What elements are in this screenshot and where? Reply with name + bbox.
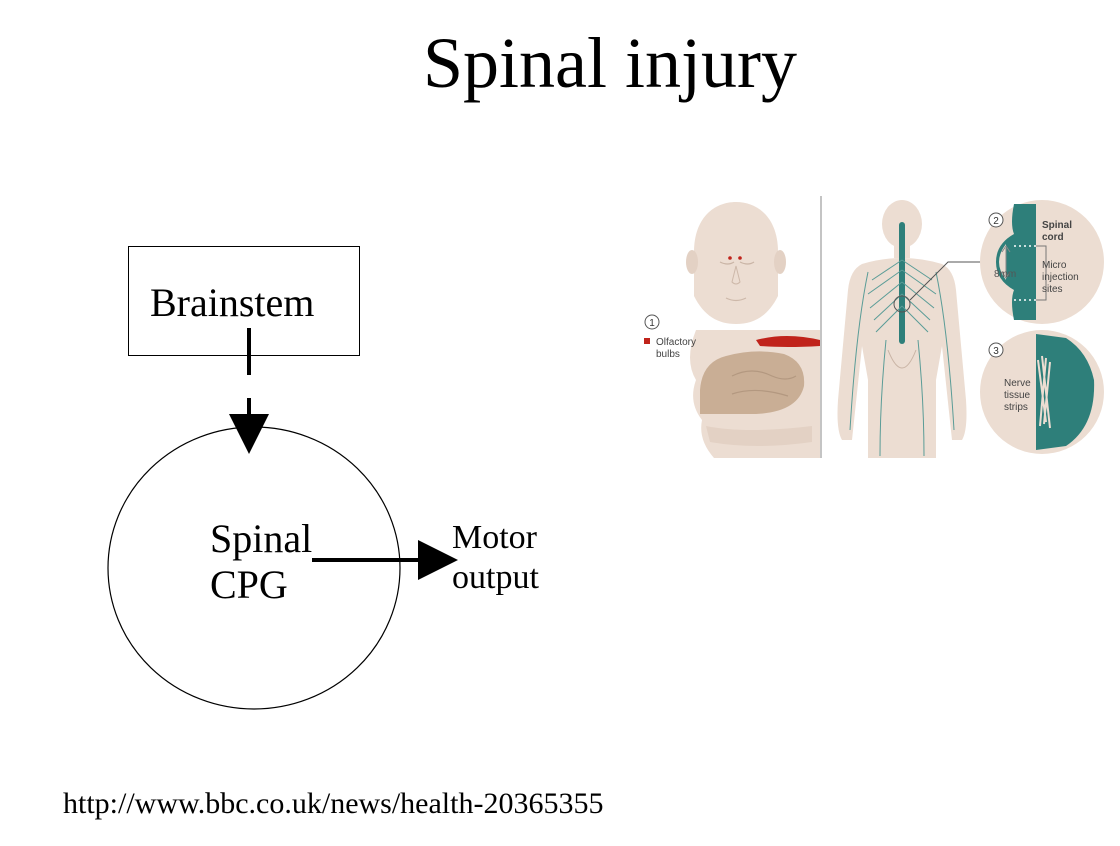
spinal-cord-detail: 2 Spinal cord 8mm Micro injection sites [980,200,1104,324]
nerve-strips-label-line1: Nerve [1004,378,1031,389]
spinal-cord-title-line1: Spinal [1042,220,1072,231]
injection-label-line2: injection [1042,272,1079,283]
spinal-cpg-label-line1: Spinal [210,516,313,561]
measurement-label: 8mm [994,269,1016,280]
nerve-strips-label-line3: strips [1004,402,1028,413]
nerve-strips-label-line2: tissue [1004,390,1031,401]
head-illustration [686,202,786,324]
olfactory-label-line1: Olfactory [656,337,696,348]
olfactory-legend-swatch [644,338,650,344]
spinal-cpg-label: Spinal CPG [210,516,312,608]
step-1-callout: 1 Olfactory bulbs [644,314,696,360]
nasal-cross-section [690,330,820,458]
spinal-cpg-label-line2: CPG [210,562,288,607]
motor-output-label: Motor output [452,518,539,598]
spinal-cord-title-line2: cord [1042,232,1064,243]
nerve-transplant-illustration: 1 Olfactory bulbs 2 Spinal cord 8mm Micr… [644,196,1104,458]
step-1-number: 1 [649,318,655,329]
motor-output-label-line1: Motor [452,519,537,556]
slide-title: Spinal injury [423,23,797,103]
step-2-number: 2 [993,216,999,227]
injection-label-line3: sites [1042,284,1063,295]
body-nervous-system [837,200,988,458]
olfactory-label-line2: bulbs [656,349,680,360]
source-url[interactable]: http://www.bbc.co.uk/news/health-2036535… [63,787,604,820]
step-3-number: 3 [993,346,999,357]
motor-output-label-line2: output [452,559,539,596]
brainstem-box [128,246,360,356]
brainstem-label: Brainstem [150,280,315,325]
injection-label-line1: Micro [1042,260,1067,271]
nerve-strips-detail: 3 Nerve tissue strips [980,330,1104,454]
